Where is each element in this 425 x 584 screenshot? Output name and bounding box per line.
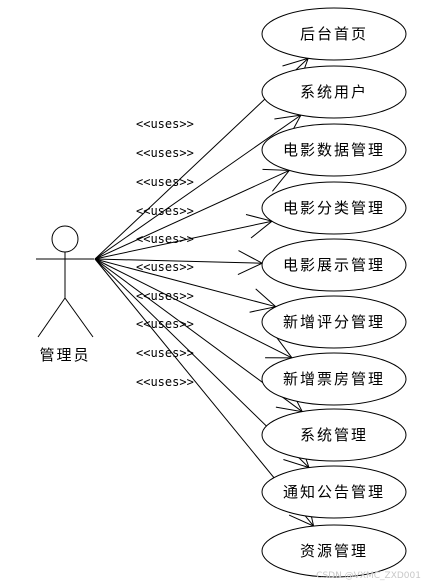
stereotype-label: <<uses>> [136,117,194,131]
use-case-ellipse [261,295,407,349]
use-case-ellipse [261,238,407,292]
stereotype-label: <<uses>> [136,289,194,303]
use-case: 电影分类管理 [261,181,407,235]
use-case: 系统用户 [261,65,407,119]
use-case-label: 通知公告管理 [283,483,385,501]
use-case-ellipse [261,65,407,119]
use-case: 系统管理 [261,408,407,462]
actor-figure-icon [36,225,94,338]
actor: 管理员 [36,225,94,364]
association-line [94,220,273,260]
association-line [94,169,290,260]
use-case: 新增评分管理 [261,295,407,349]
use-case: 电影数据管理 [261,123,407,177]
use-case-label: 后台首页 [300,25,368,43]
use-case-label: 电影分类管理 [283,199,385,217]
use-cases: 后台首页系统用户电影数据管理电影分类管理电影展示管理新增评分管理新增票房管理系统… [261,7,407,578]
use-case-ellipse [261,123,407,177]
stereotype-label: <<uses>> [136,375,194,389]
use-case-ellipse [261,408,407,462]
association-lines [94,57,315,527]
use-case-ellipse [261,524,407,578]
stereotype-label: <<uses>> [136,175,194,189]
use-case-label: 电影展示管理 [283,256,385,274]
use-case-ellipse [261,181,407,235]
use-case: 后台首页 [261,7,407,61]
use-case-ellipse [261,7,407,61]
use-case: 新增票房管理 [261,352,407,406]
use-case: 通知公告管理 [261,465,407,519]
watermark: CSDN @VXMC_ZXD001 [316,571,421,581]
use-case-label: 资源管理 [300,542,368,560]
stereotype-label: <<uses>> [136,346,194,360]
use-case-label: 电影数据管理 [283,141,385,159]
stereotype-label: <<uses>> [136,146,194,160]
actor-name: 管理员 [39,346,90,364]
association-line [94,258,263,264]
use-case-label: 新增票房管理 [283,370,385,388]
use-case: 电影展示管理 [261,238,407,292]
stereotype-labels: <<uses>> <<uses>> <<uses>> <<uses>> <<uses>>… [136,117,194,389]
use-case-ellipse [261,465,407,519]
association-line [94,258,293,359]
association-line [94,258,276,308]
stereotype-label: <<uses>> [136,204,194,218]
use-case-ellipse [261,352,407,406]
stereotype-label: <<uses>> [136,317,194,331]
stereotype-label: <<uses>> [136,260,194,274]
use-case-label: 系统管理 [300,426,368,444]
use-case: 资源管理 [261,524,407,578]
association-line [94,114,302,260]
use-case-label: 系统用户 [300,83,368,101]
use-case-label: 新增评分管理 [283,313,385,331]
stereotype-label: <<uses>> [136,232,194,246]
